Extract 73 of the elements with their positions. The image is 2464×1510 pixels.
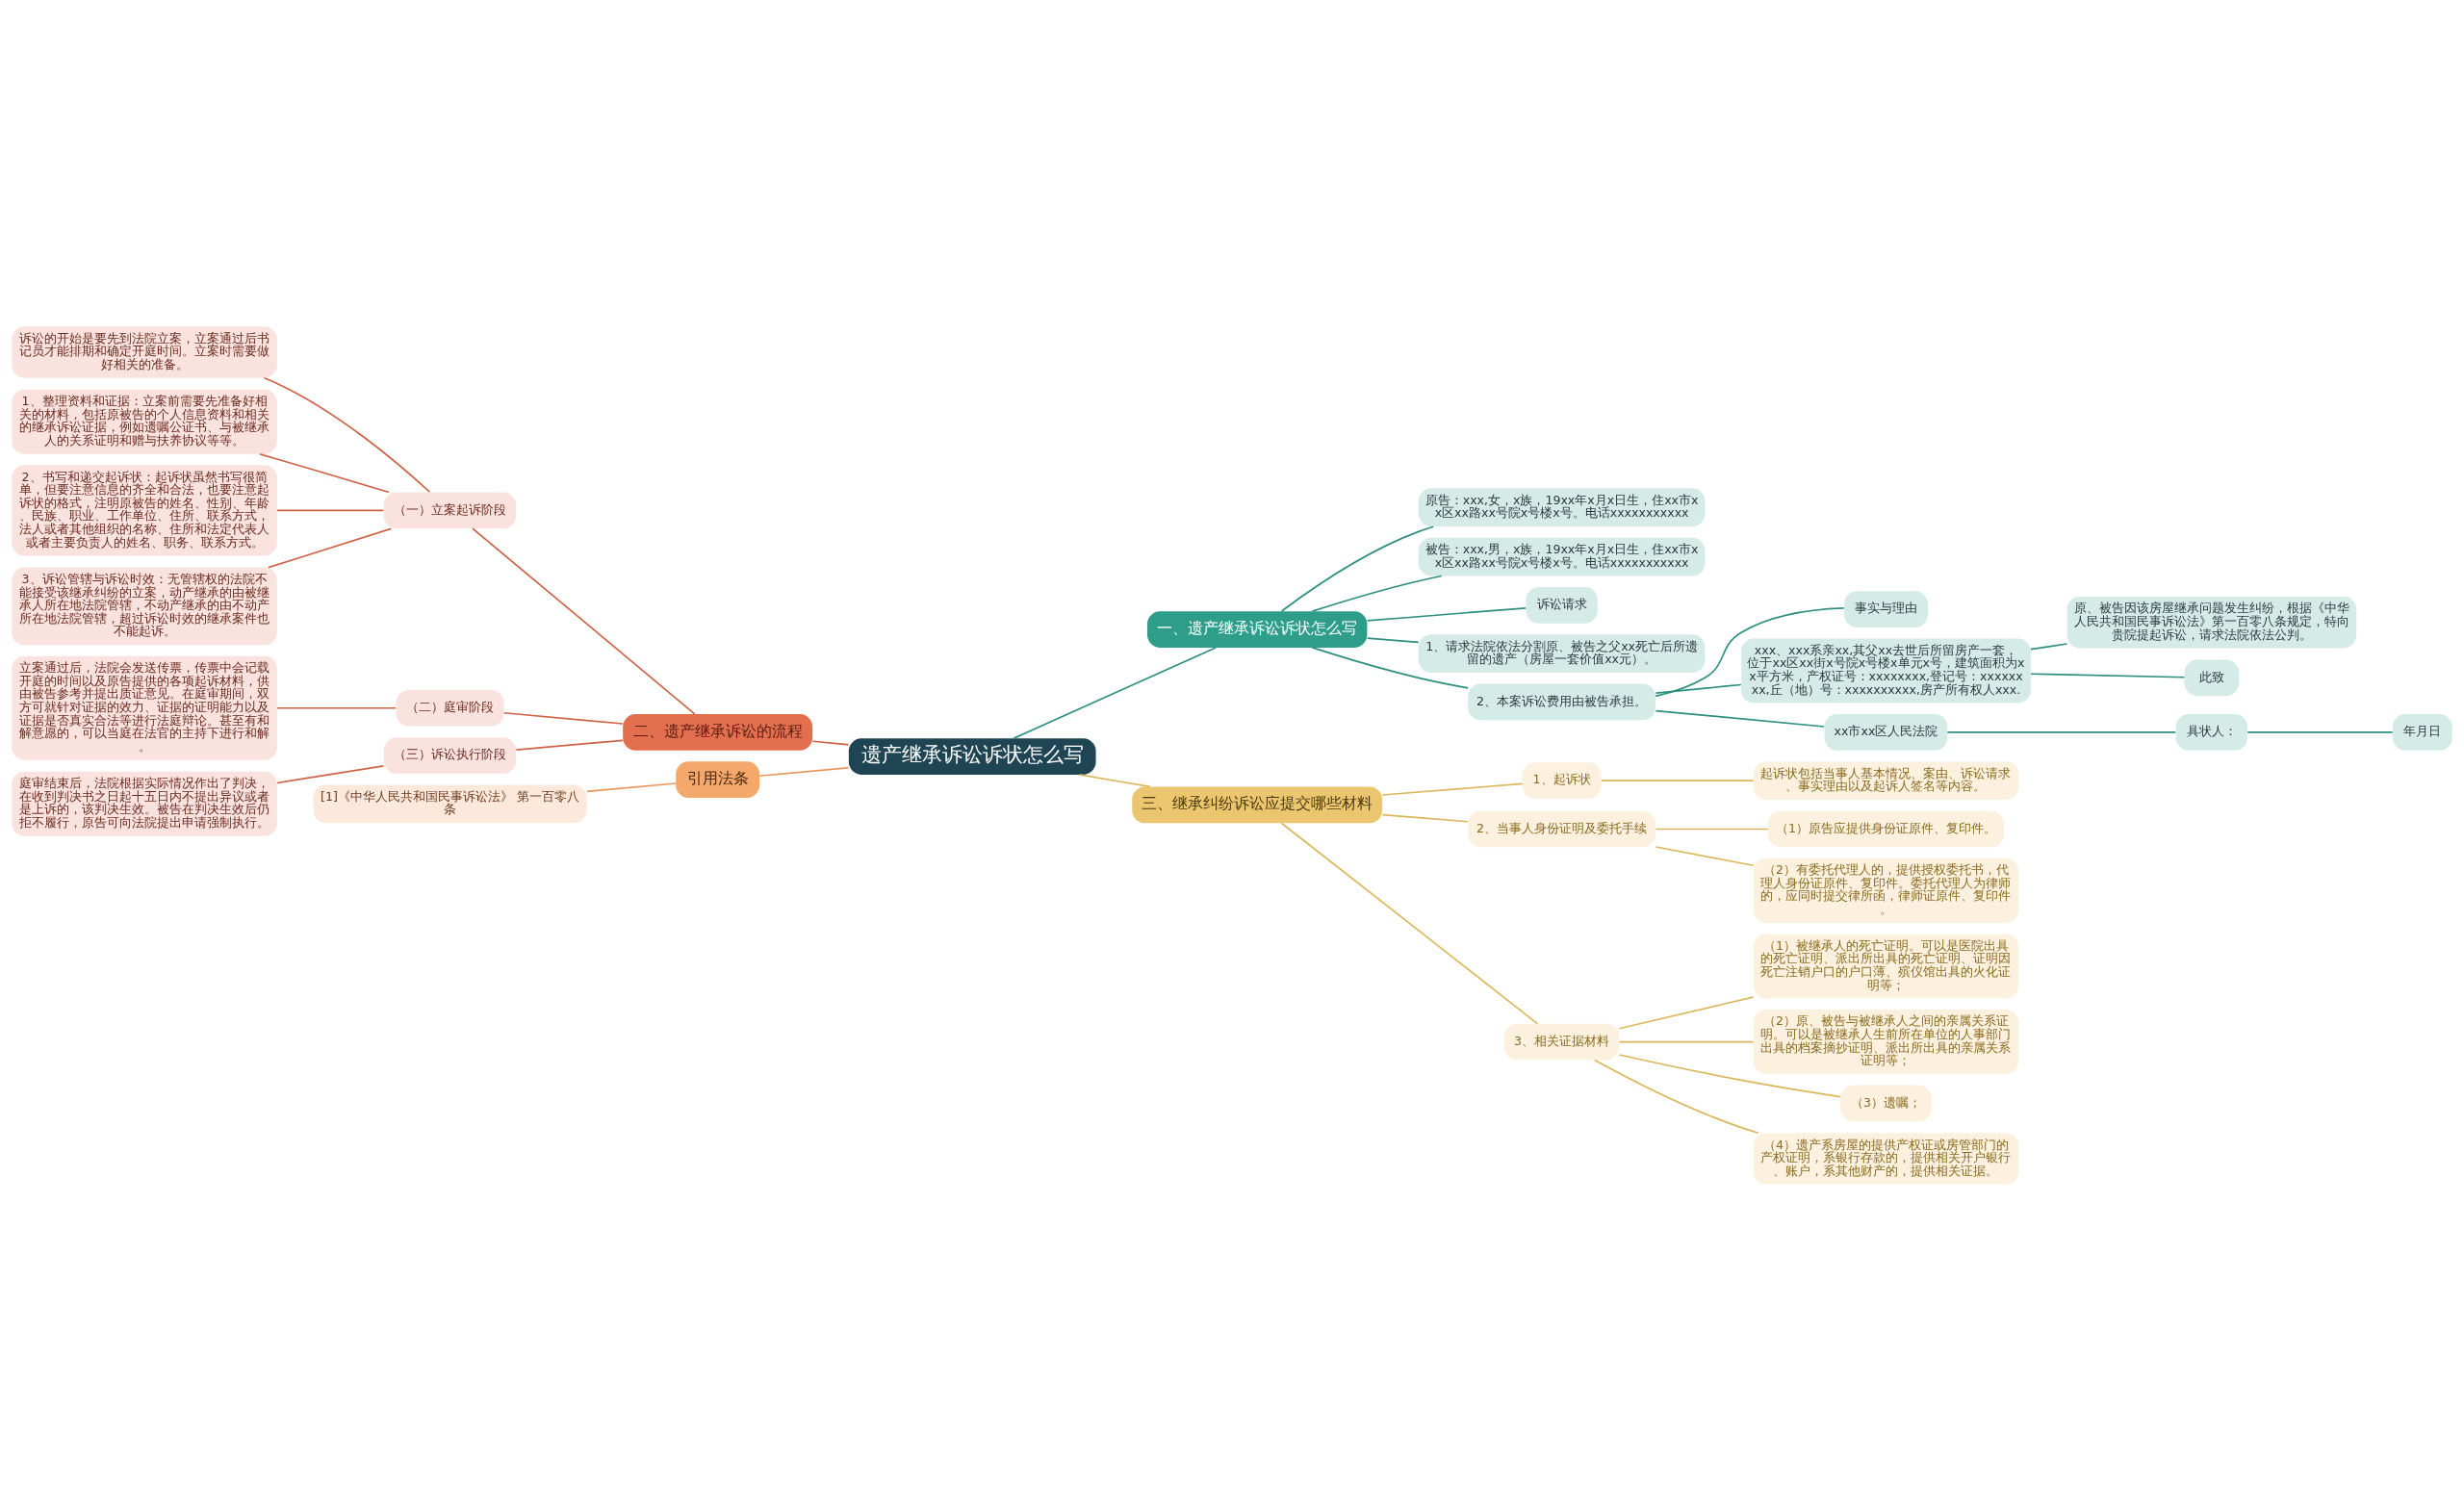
node-box: xx市xx区人民法院	[1824, 713, 1948, 751]
node-box: 2、当事人身份证明及委托手续	[1468, 810, 1656, 847]
connector	[276, 764, 385, 783]
connector	[515, 739, 624, 751]
node-box: xxx、xxx系亲xx,其父xx去世后所留房产一套，位于xx区xx街x号院x号楼x单元x号，建筑面积为xx平方米，产权证号：xxxxxxxx,登记号：xxxxxxxx,丘（地）号：xxxxxxxxxx,房产所有权人xxx.	[1741, 637, 2031, 703]
connector	[1366, 636, 1420, 643]
connector	[811, 739, 850, 746]
node-box: （一）立案起诉阶段	[383, 492, 517, 528]
node-box: 1、起诉状	[1522, 761, 1602, 799]
connector	[1618, 1053, 1842, 1097]
connector	[1655, 828, 1769, 830]
connector	[1078, 773, 1151, 787]
connector	[259, 452, 390, 493]
node-box: 起诉状包括当事人基本情况、案由、诉讼请求、事实理由以及起诉人签名等内容。	[1753, 760, 2019, 800]
node-box: 被告：xxx,男，x族，19xx年x月x日生，住xx市xx区xx路xx号院x号楼x号。电话xxxxxxxxxxx	[1418, 537, 1706, 576]
connector	[2030, 642, 2068, 650]
connector	[1655, 683, 1742, 694]
node-box: 2、本案诉讼费用由被告承担。	[1468, 683, 1656, 720]
connector	[2030, 672, 2186, 678]
connector	[1655, 709, 1825, 728]
connector	[2246, 730, 2394, 733]
node-box: 诉讼的开始是要先到法院立案，立案通过后书记员才能排期和确定开庭时间。立案时需要做好相关的准备。	[12, 325, 277, 378]
connector	[1946, 730, 2177, 733]
node-box: 三、继承纠纷诉讼应提交哪些材料	[1132, 786, 1383, 823]
connector	[1366, 606, 1527, 622]
connector	[1280, 821, 1539, 1024]
connector	[472, 526, 696, 715]
connector	[502, 711, 624, 725]
connector	[1311, 575, 1443, 612]
connector	[1600, 779, 1755, 781]
node-box: 事实与理由	[1843, 590, 1928, 627]
node-box: （二）庭审阶段	[396, 689, 504, 727]
node-box: 庭审结束后，法院根据实际情况作出了判决，在收到判决书之日起十五日内不提出异议或者是上诉的，该判决生效。被告在判决生效后仍拒不履行，原告可向法院提出申请强制执行。	[12, 771, 277, 836]
connector	[1280, 525, 1435, 612]
node-box: 2、书写和递交起诉状：起诉状虽然书写很简单，但要注意信息的齐全和合法，也要注意起诉状的格式，注明原被告的姓名、性别、年龄、民族、职业、工作单位、住所、联系方式，法人或者其他组织的名称、住所和法定代表人或者主要负责人的姓名、职务、联系方式。	[12, 464, 277, 556]
node-box: （4）遗产系房屋的提供产权证或房管部门的产权证明，系银行存款的，提供相关开户银行、账户，系其他财产的，提供相关证据。	[1753, 1132, 2019, 1185]
node-box: 1、请求法院依法分割原、被告之父xx死亡后所遗留的遗产（房屋一套价值xx元）。	[1418, 633, 1706, 673]
node-box: 原、被告因该房屋继承问题发生纠纷，根据《中华人民共和国民事诉讼法》第一百零八条规定，特向贵院提起诉讼，请求法院依法公判。	[2066, 596, 2357, 648]
connector	[585, 781, 677, 792]
node-box: 引用法条	[676, 760, 760, 798]
connector	[1655, 845, 1755, 866]
node-box: 3、相关证据材料	[1503, 1023, 1620, 1060]
node-box: 年月日	[2392, 713, 2452, 751]
node-box: （2）原、被告与被继承人之间的亲属关系证明。可以是被继承人生前所在单位的人事部门出具的档案摘抄证明、派出所出具的亲属关系证明等；	[1753, 1009, 2019, 1074]
node-box: 具状人：	[2175, 713, 2248, 751]
connector	[263, 376, 431, 493]
node-box: （1）被继承人的死亡证明。可以是医院出具的死亡证明、派出所出具的死亡证明、证明因死亡注销户口的户口薄、殡仪馆出具的火化证明等；	[1753, 933, 2019, 998]
connector	[1594, 1059, 1759, 1134]
node-box: （3）遗嘱；	[1840, 1085, 1932, 1121]
node-box: 遗产继承诉讼诉状怎么写	[848, 737, 1096, 775]
connector	[276, 706, 397, 709]
node-box: （1）原告应提供身份证原件、复印件。	[1767, 810, 2005, 847]
node-box: （三）诉讼执行阶段	[383, 736, 517, 774]
node-box: 二、遗产继承诉讼的流程	[623, 713, 813, 751]
node-box: （2）有委托代理人的，提供授权委托书，代理人身份证原件、复印件。委托代理人为律师的，应同时提交律所函，律师证原件、复印件。	[1753, 857, 2019, 923]
node-box: 原告：xxx,女，x族，19xx年x月x日生，住xx市xx区xx路xx号院x号楼x号。电话xxxxxxxxxxx	[1418, 487, 1706, 526]
connector	[1381, 813, 1469, 823]
node-box: 3、诉讼管辖与诉讼时效：无管辖权的法院不能接受该继承纠纷的立案，动产继承的由被继承人所在地法院管辖，不动产继承的由不动产所在地法院管辖，超过诉讼时效的继承案件也不能起诉。	[12, 567, 277, 645]
node-box: 一、遗产继承诉讼诉状怎么写	[1147, 610, 1368, 648]
connector	[1618, 1040, 1755, 1042]
connector	[268, 527, 393, 568]
connector	[1618, 995, 1755, 1030]
node-box: 1、整理资料和证据：立案前需要先准备好相关的材料，包括原被告的个人信息资料和相关的继承诉讼证据，例如遗嘱公证书、与被继承人的关系证明和赠与扶养协议等等。	[12, 389, 277, 454]
node-box: 此致	[2184, 658, 2240, 696]
connector	[1381, 782, 1524, 796]
node-box: 诉讼请求	[1526, 586, 1598, 624]
connector	[1013, 646, 1217, 739]
connector	[1311, 646, 1469, 689]
connector	[276, 509, 385, 511]
node-box: 立案通过后，法院会发送传票，传票中会记载开庭的时间以及原告提供的各项起诉材料，供由被告参考并提出质证意见。在庭审期间，双方可就针对证据的效力、证据的证明能力以及证据是否真实合法等进行法庭辩论。甚至有和解意愿的，可以当庭在法官的主持下进行和解。	[12, 655, 277, 760]
connector	[758, 766, 850, 777]
connector	[1655, 606, 1845, 697]
node-box: [1]《中华人民共和国民事诉讼法》 第一百零八条	[313, 783, 587, 823]
